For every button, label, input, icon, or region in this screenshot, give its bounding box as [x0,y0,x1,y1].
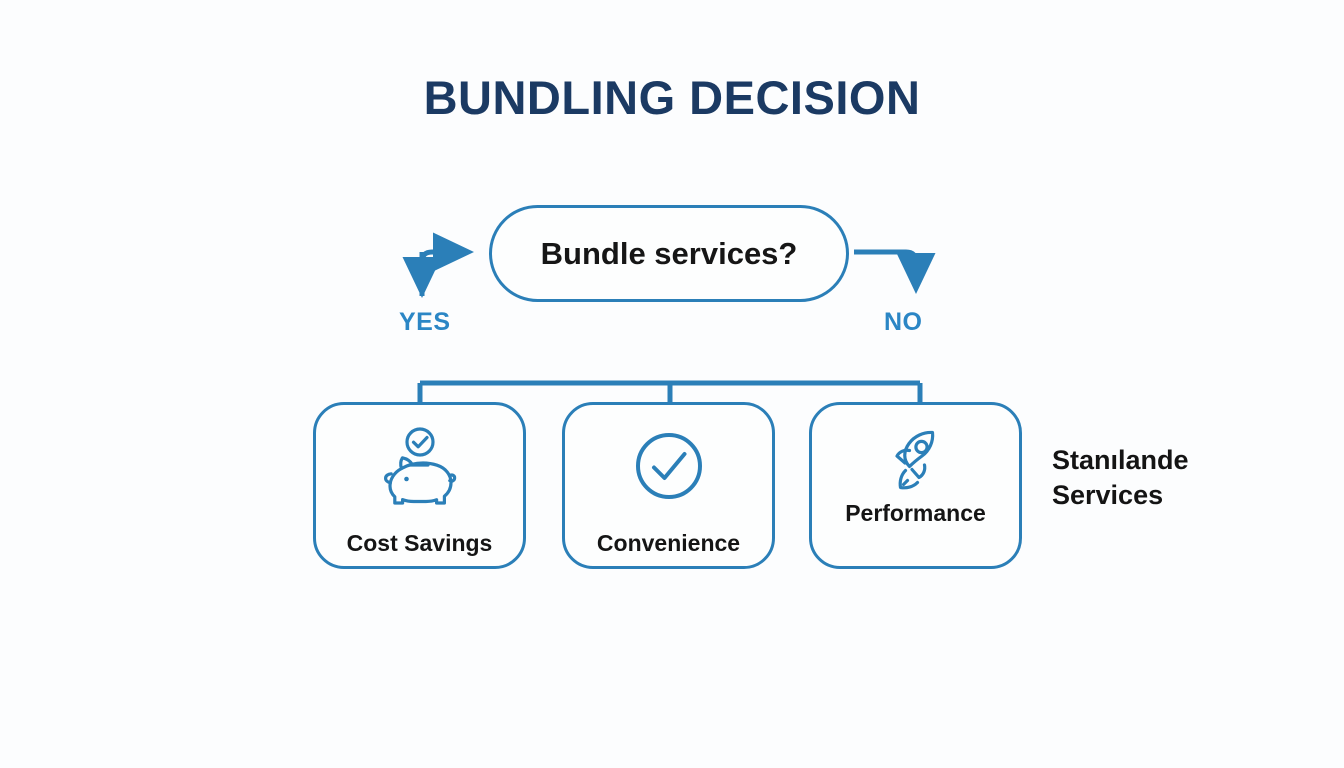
side-note-line-1: Stanılande [1052,445,1189,475]
outcome-card-performance[interactable]: Performance [809,402,1022,569]
outcome-card-label: Convenience [596,530,741,556]
branch-label-yes: YES [399,308,451,336]
side-note-line-2: Services [1052,479,1164,510]
rocket-icon [812,427,1019,493]
decision-node[interactable]: Bundle services? [489,205,849,302]
check-circle-icon [565,431,772,501]
piggy-bank-icon [316,427,523,509]
page-title: BUNDLING DECISION [423,71,921,124]
branch-label-no: NO [884,308,923,336]
outcome-card-cost-savings[interactable]: Cost Savings [313,402,526,569]
side-note: Stanılande Services [1052,443,1282,512]
decision-node-label: Bundle services? [540,235,798,271]
outcome-card-convenience[interactable]: Convenience [562,402,775,569]
outcome-card-label: Performance [845,500,986,526]
outcome-card-label: Cost Savings [346,530,493,556]
